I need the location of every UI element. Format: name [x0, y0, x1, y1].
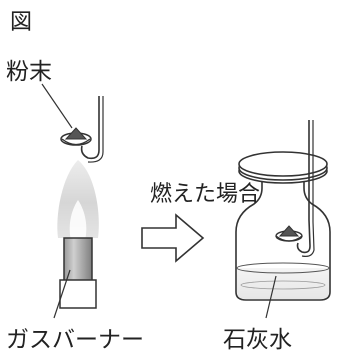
inner-flame [69, 200, 87, 240]
limewater [237, 268, 329, 299]
burn-case-label: 燃えた場合 [150, 182, 261, 207]
powder-leader [41, 83, 73, 129]
spoon-wire-left [80, 96, 100, 160]
figure-title: 図 [10, 10, 33, 35]
limewater-leader [265, 275, 277, 319]
flame [57, 160, 99, 238]
burner-tube [59, 279, 97, 309]
burner-leader [53, 269, 71, 319]
gas-burner-label: ガスバーナー [6, 327, 144, 353]
arrow-right [141, 213, 205, 263]
powder-pile-right [278, 225, 300, 237]
limewater-label: 石灰水 [223, 327, 292, 353]
powder-label: 粉末 [6, 59, 52, 85]
spoon-wire-left-inner [87, 96, 104, 163]
powder-pile-left [64, 127, 88, 140]
spoon-wire-right [296, 120, 311, 254]
